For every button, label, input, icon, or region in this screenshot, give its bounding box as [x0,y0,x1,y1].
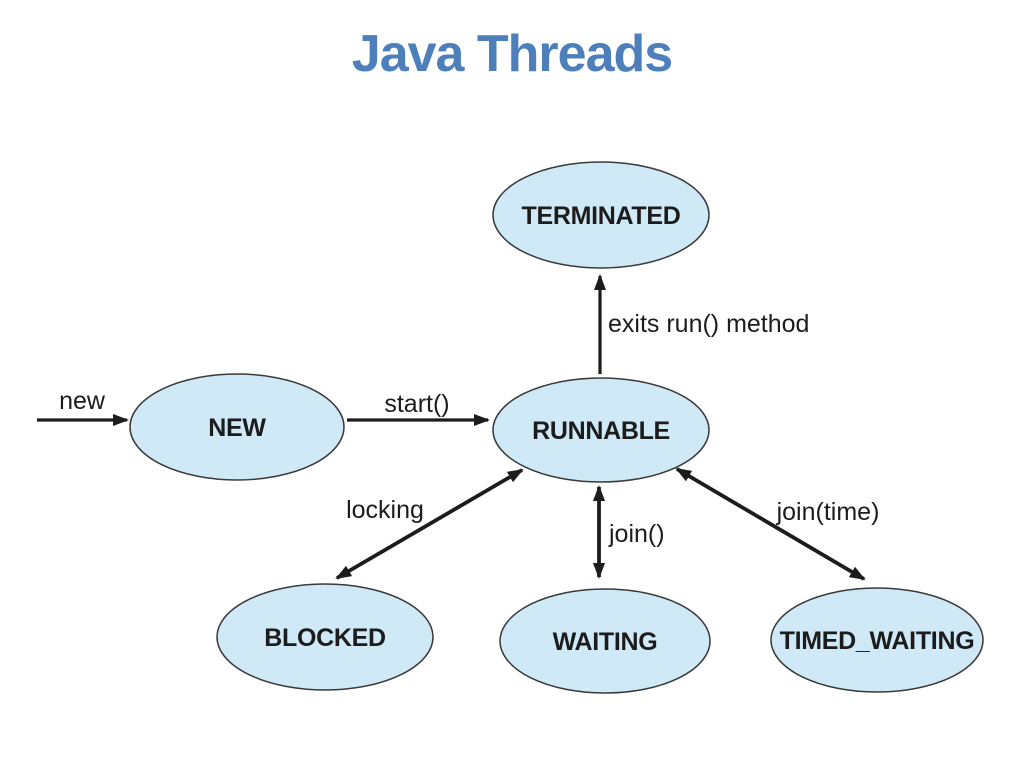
edge-exits-run-label: exits run() method [608,310,809,338]
node-runnable-label: RUNNABLE [532,417,670,445]
node-timed-waiting-ellipse [770,587,984,693]
node-terminated-label: TERMINATED [521,202,680,230]
edge-join-time-arrow [675,467,866,581]
edge-locking-label: locking [346,496,424,524]
state-nodes: TERMINATED NEW RUNNABLE BLOCKED WAITING … [129,161,984,694]
edge-new-label: new [59,387,106,415]
node-blocked-ellipse [216,583,434,691]
node-new-ellipse [129,373,345,481]
node-waiting-ellipse [499,588,711,694]
node-runnable-ellipse [492,377,710,483]
transition-labels: new start() exits run() method locking j… [59,310,879,548]
node-timed-waiting-label: TIMED_WAITING [780,627,975,655]
slide-title: Java Threads [351,25,673,83]
edge-join-time-label: join(time) [776,498,880,526]
node-waiting-label: WAITING [553,628,658,656]
edge-join-label: join() [608,520,665,548]
node-terminated-ellipse [492,161,710,269]
edge-locking-arrow [335,468,524,580]
node-blocked-label: BLOCKED [264,624,386,652]
node-new-label: NEW [208,414,266,442]
edge-start-label: start() [384,390,449,418]
transition-arrows [37,274,866,581]
